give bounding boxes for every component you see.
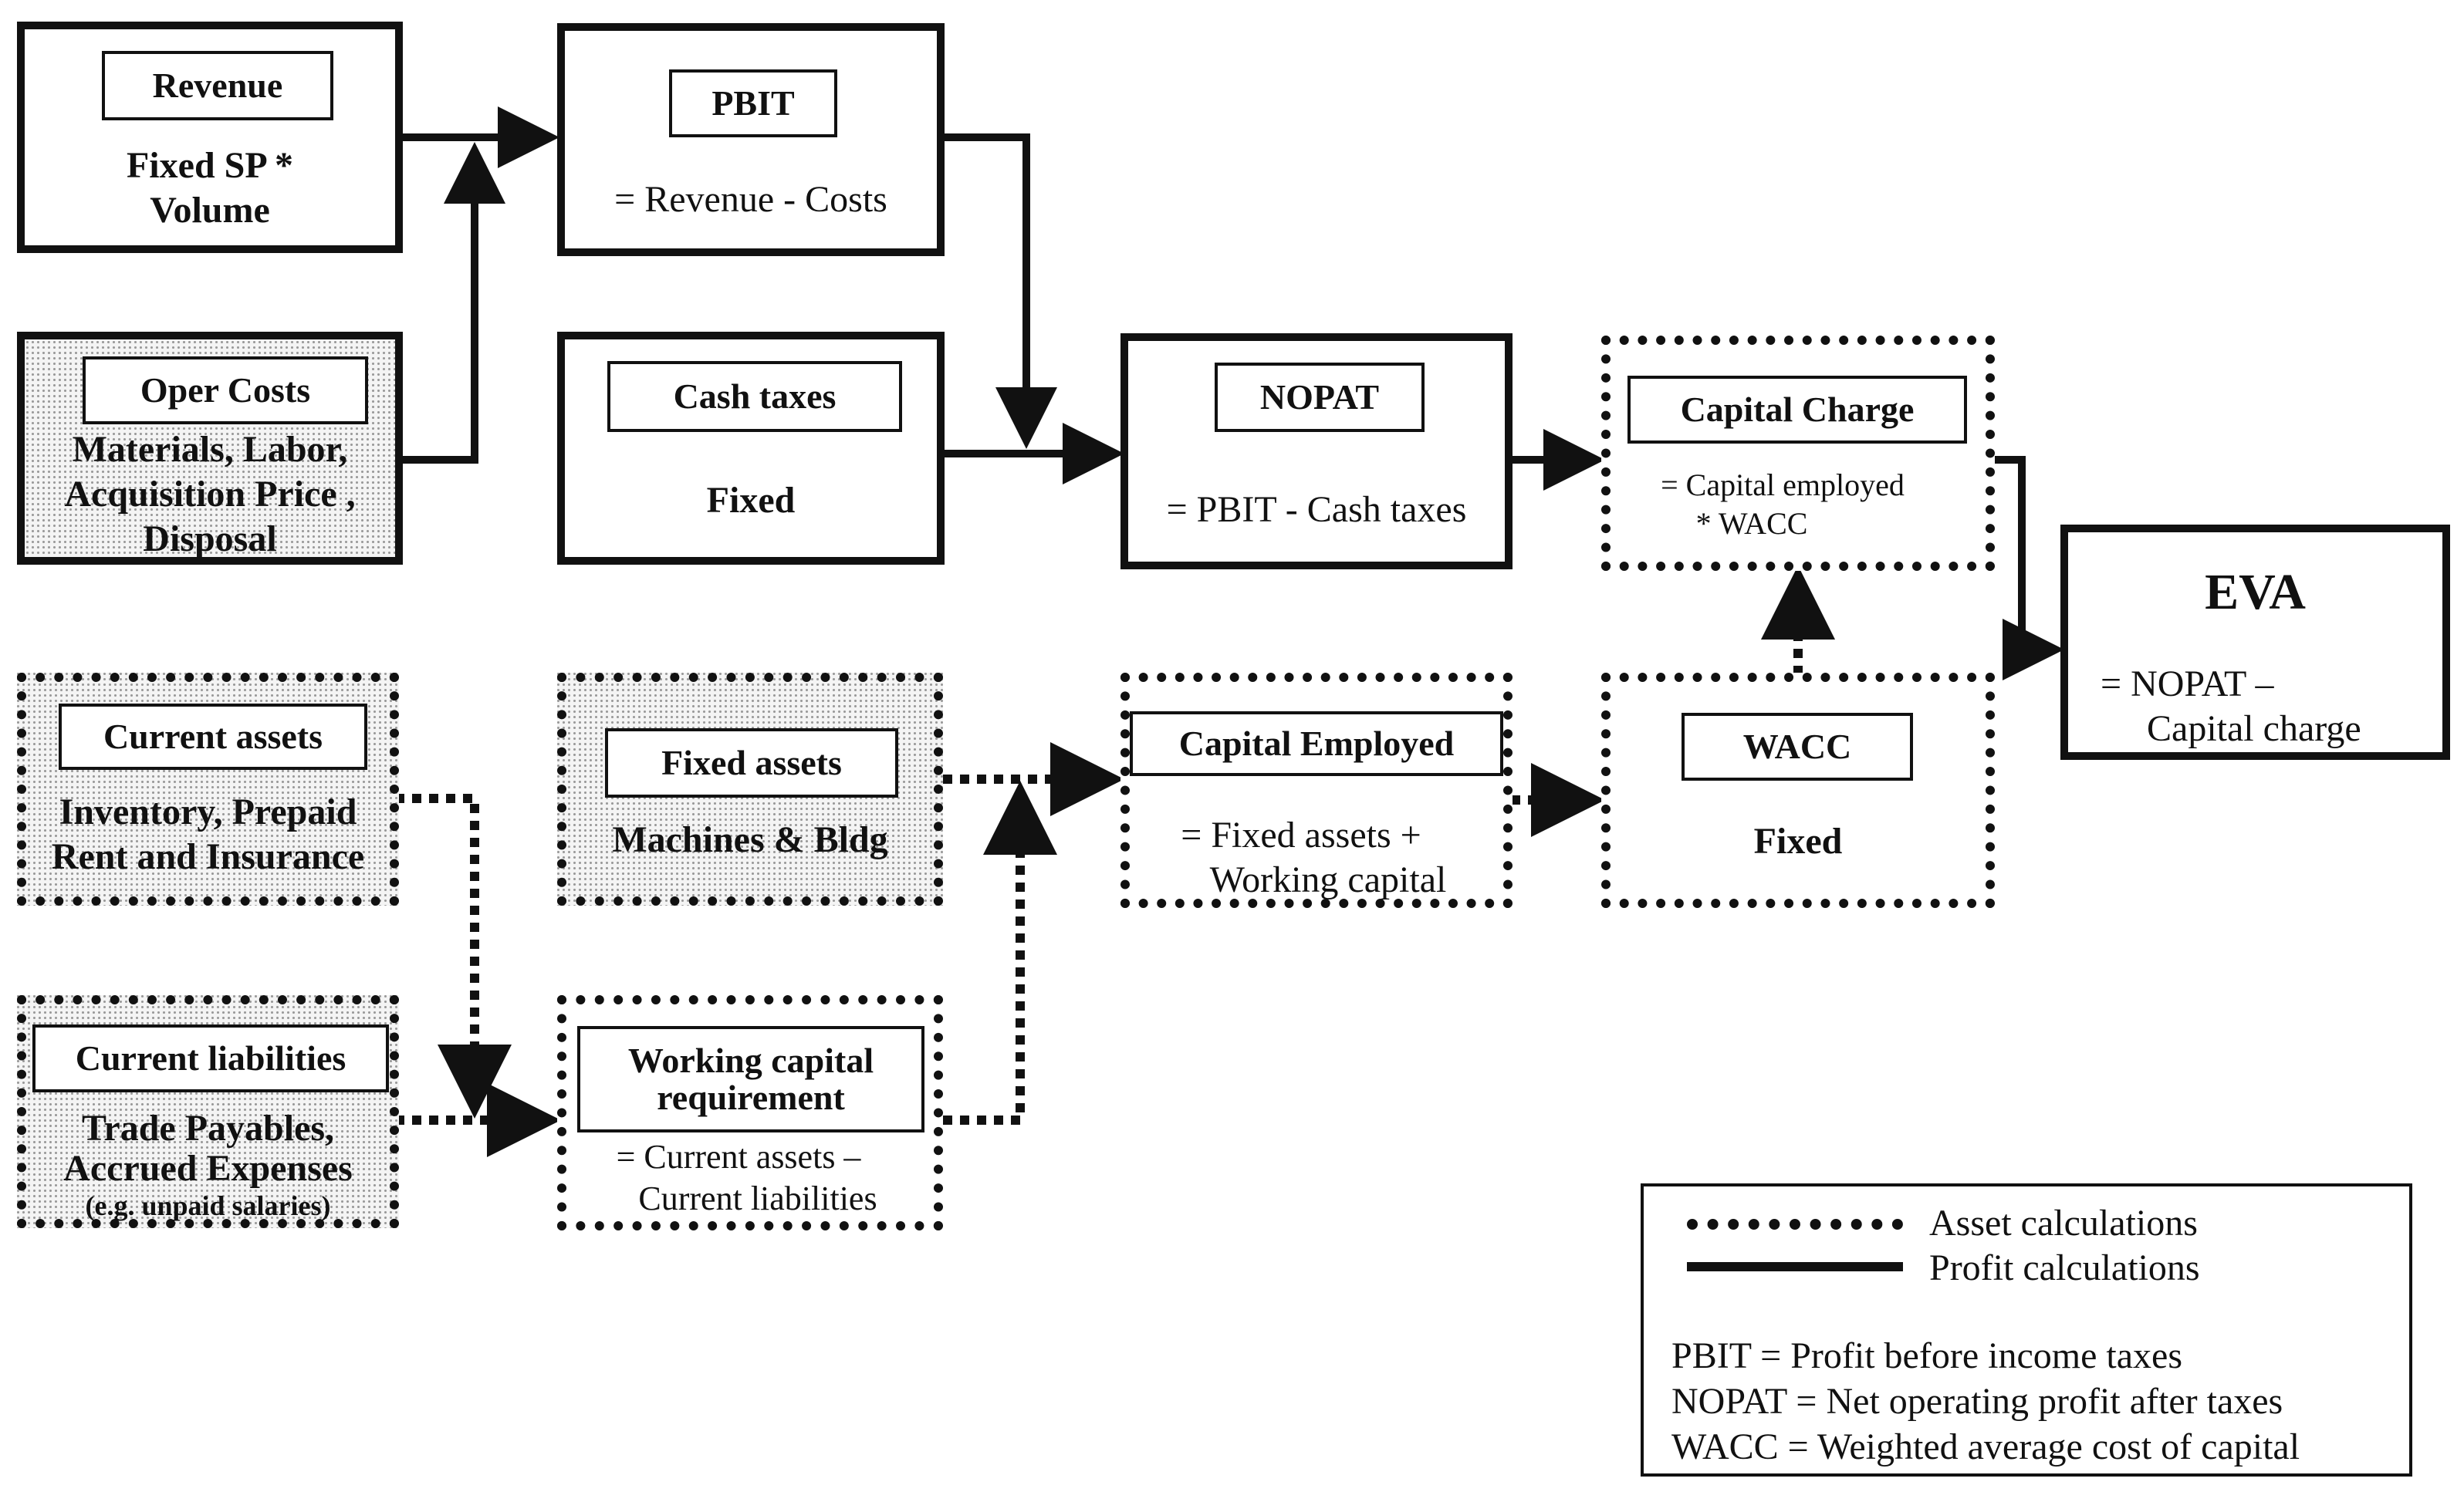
current-liabilities-line2: Accrued Expenses <box>63 1148 353 1189</box>
eva-title: EVA <box>2205 564 2306 620</box>
capitalcharge-to-eva-arrow <box>1991 456 2064 680</box>
wacc-value: Fixed <box>1753 821 1843 862</box>
eva-formula-line1: = NOPAT – <box>2101 663 2274 704</box>
cash-taxes-title: Cash taxes <box>607 361 902 432</box>
capital-employed-line1: = Fixed assets + <box>1181 815 1421 856</box>
nopat-title: NOPAT <box>1215 363 1425 432</box>
oper-costs-line1: Materials, Labor, <box>72 429 348 470</box>
current-assets-line1: Inventory, Prepaid <box>59 792 357 832</box>
current-liabilities-note: (e.g. unpaid salaries) <box>85 1190 331 1221</box>
current-liabilities-line1: Trade Payables, <box>81 1108 335 1149</box>
nopat-box: NOPAT = PBIT - Cash taxes <box>1120 333 1513 569</box>
working-capital-line1: = Current assets – <box>616 1138 861 1176</box>
capital-charge-box: Capital Charge = Capital employed * WACC <box>1601 336 1995 571</box>
oper-costs-line2: Acquisition Price , <box>64 474 356 515</box>
capital-charge-line2: * WACC <box>1695 506 1808 541</box>
nopat-formula: = PBIT - Cash taxes <box>1166 489 1467 530</box>
wacc-box: WACC Fixed <box>1601 673 1995 908</box>
eva-box: EVA = NOPAT – Capital charge <box>2060 525 2450 760</box>
pbit-box: PBIT = Revenue - Costs <box>557 23 945 256</box>
legend-abbreviation-nopat: NOPAT = Net operating profit after taxes <box>1671 1381 2283 1422</box>
legend-abbreviation-pbit: PBIT = Profit before income taxes <box>1671 1335 2183 1376</box>
legend-abbreviation-wacc: WACC = Weighted average cost of capital <box>1671 1426 2300 1467</box>
fixed-assets-value: Machines & Bldg <box>612 819 888 860</box>
pbit-title: PBIT <box>669 69 837 137</box>
current-assets-box: Current assets Inventory, Prepaid Rent a… <box>17 673 399 906</box>
pbit-to-nopat-arrow <box>943 133 1057 449</box>
oper-costs-box: Oper Costs Materials, Labor, Acquisition… <box>17 332 403 565</box>
capital-employed-title: Capital Employed <box>1130 711 1503 776</box>
opercosts-to-pbit-arrow <box>401 142 505 464</box>
legend-box: Asset calculations Profit calculations P… <box>1641 1183 2412 1477</box>
capital-charge-line1: = Capital employed <box>1661 467 1905 502</box>
wacc-title: WACC <box>1682 713 1913 781</box>
cash-taxes-value: Fixed <box>706 480 796 521</box>
fixed-assets-title: Fixed assets <box>605 728 898 798</box>
working-capital-title-line2: requirement <box>657 1078 845 1117</box>
revenue-title: Revenue <box>102 51 333 120</box>
oper-costs-title: Oper Costs <box>83 356 368 424</box>
revenue-formula-line2: Volume <box>150 190 270 231</box>
capital-employed-box: Capital Employed = Fixed assets + Workin… <box>1120 673 1513 908</box>
revenue-box: Revenue Fixed SP * Volume <box>17 22 403 253</box>
current-liabilities-box: Current liabilities Trade Payables, Accr… <box>17 995 399 1228</box>
capital-employed-line2: Working capital <box>1209 859 1447 900</box>
working-capital-title: Working capital requirement <box>577 1026 924 1132</box>
pbit-formula: = Revenue - Costs <box>614 179 887 220</box>
profit-calculations-label: Profit calculations <box>1929 1247 2200 1288</box>
capital-charge-title: Capital Charge <box>1627 376 1967 444</box>
cash-taxes-box: Cash taxes Fixed <box>557 332 945 565</box>
workingcapital-to-capitalemployed-arrow <box>943 781 1057 1125</box>
working-capital-line2: Current liabilities <box>638 1180 877 1217</box>
current-assets-line2: Rent and Insurance <box>51 836 365 877</box>
oper-costs-line3: Disposal <box>143 518 277 559</box>
working-capital-title-line1: Working capital <box>627 1040 874 1080</box>
currentassets-to-workingcapital-arrow <box>395 794 512 1119</box>
current-liabilities-title: Current liabilities <box>32 1024 389 1092</box>
working-capital-box: Working capital requirement = Current as… <box>557 995 943 1230</box>
eva-formula-line2: Capital charge <box>2147 708 2361 749</box>
fixed-assets-box: Fixed assets Machines & Bldg <box>557 673 943 906</box>
profit-line-swatch <box>1687 1262 1903 1271</box>
current-assets-title: Current assets <box>59 704 367 770</box>
asset-calculations-label: Asset calculations <box>1929 1203 2198 1244</box>
asset-line-swatch <box>1687 1219 1903 1230</box>
revenue-formula-line1: Fixed SP * <box>126 145 294 186</box>
